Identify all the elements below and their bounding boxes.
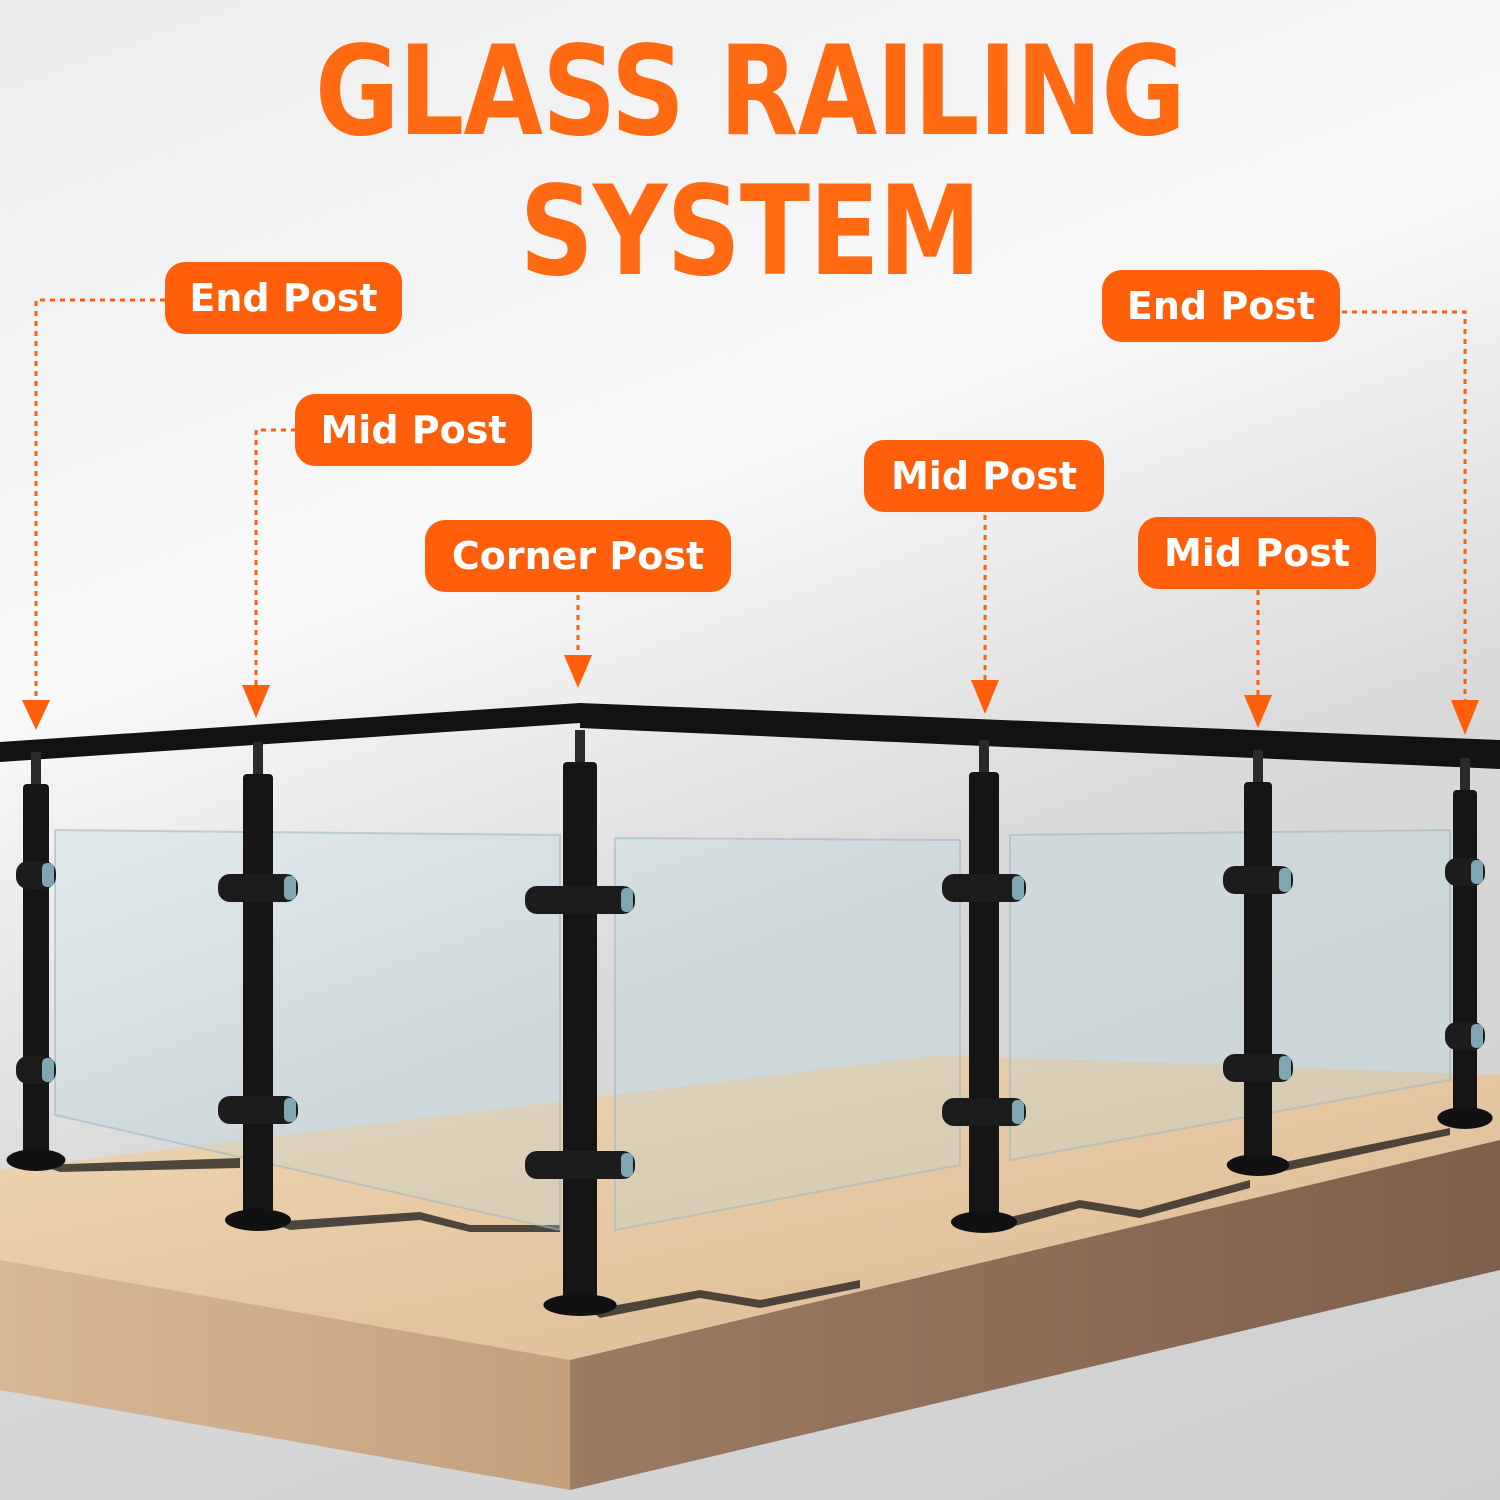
end-post-left	[6, 752, 66, 1171]
post-stem	[1253, 750, 1263, 784]
corner-post	[525, 730, 635, 1316]
clamp-pad	[1471, 1024, 1483, 1048]
clamp-pad	[1471, 860, 1483, 884]
base-plate	[543, 1294, 617, 1316]
label-end-post-right: End Post	[1102, 270, 1340, 342]
arrow-down-icon	[22, 700, 50, 730]
glass-panels	[54, 828, 1451, 1232]
mid-post-1	[218, 742, 298, 1231]
glass-clamp	[218, 874, 298, 902]
post-stem	[575, 730, 585, 764]
glass-panel	[1009, 828, 1451, 1162]
deck-side-face	[570, 1140, 1500, 1490]
glass-panel	[614, 836, 961, 1232]
mid-post-3	[1223, 750, 1293, 1176]
clamp-pad	[1279, 1056, 1291, 1080]
leader-line-end-post-left	[34, 298, 165, 700]
handrail	[0, 703, 1500, 769]
label-mid-post-1: Mid Post	[295, 394, 532, 466]
leader-line-end-post-right	[1342, 310, 1467, 700]
glass-clamp	[942, 1098, 1026, 1126]
glass-panel	[54, 828, 561, 1232]
deck-top	[0, 1055, 1500, 1360]
post-shadows	[40, 1128, 1450, 1318]
post-stem	[253, 742, 263, 776]
clamp-pad	[1012, 876, 1024, 900]
posts	[6, 730, 1493, 1316]
base-plate	[1437, 1107, 1493, 1129]
arrow-down-icon	[242, 685, 270, 718]
base-plate	[225, 1209, 291, 1231]
arrow-down-icon	[1244, 695, 1272, 728]
clamp-pad	[284, 876, 296, 900]
arrow-down-icon	[971, 680, 999, 714]
label-end-post-left: End Post	[165, 262, 402, 334]
post-body	[969, 772, 999, 1222]
page-title: GLASS RAILING SYSTEM	[314, 20, 1186, 304]
glass-clamp	[525, 1151, 635, 1179]
leader-line-mid-post-1	[254, 428, 296, 685]
post-body	[563, 762, 597, 1305]
clamp-pad	[1279, 868, 1291, 892]
clamp-pad	[1012, 1100, 1024, 1124]
post-body	[243, 774, 273, 1220]
leader-lines	[34, 298, 1467, 700]
post-body	[1453, 790, 1477, 1118]
deck-front-face	[0, 1260, 570, 1490]
post-stem	[31, 752, 41, 786]
base-plate	[6, 1149, 66, 1171]
clamp-pad	[42, 863, 54, 887]
label-corner-post: Corner Post	[425, 520, 731, 592]
deck	[0, 1055, 1500, 1490]
leader-arrows	[22, 655, 1479, 735]
end-post-right	[1437, 758, 1493, 1129]
clamp-pad	[42, 1058, 54, 1082]
mid-post-2	[942, 740, 1026, 1233]
post-body	[23, 784, 49, 1160]
clamp-pad	[621, 1153, 633, 1177]
arrow-down-icon	[1451, 700, 1479, 735]
post-stem	[1460, 758, 1470, 792]
label-mid-post-3: Mid Post	[1138, 517, 1376, 589]
glass-clamp	[218, 1096, 298, 1124]
post-body	[1244, 782, 1272, 1165]
base-plate	[1226, 1154, 1290, 1176]
glass-clamp	[1223, 866, 1293, 894]
label-mid-post-2: Mid Post	[864, 440, 1104, 512]
post-stem	[979, 740, 989, 774]
arrow-down-icon	[564, 655, 592, 688]
clamp-pad	[284, 1098, 296, 1122]
glass-clamp	[942, 874, 1026, 902]
clamp-pad	[621, 888, 633, 912]
glass-clamp	[525, 886, 635, 914]
base-plate	[951, 1211, 1017, 1233]
glass-clamp	[1223, 1054, 1293, 1082]
